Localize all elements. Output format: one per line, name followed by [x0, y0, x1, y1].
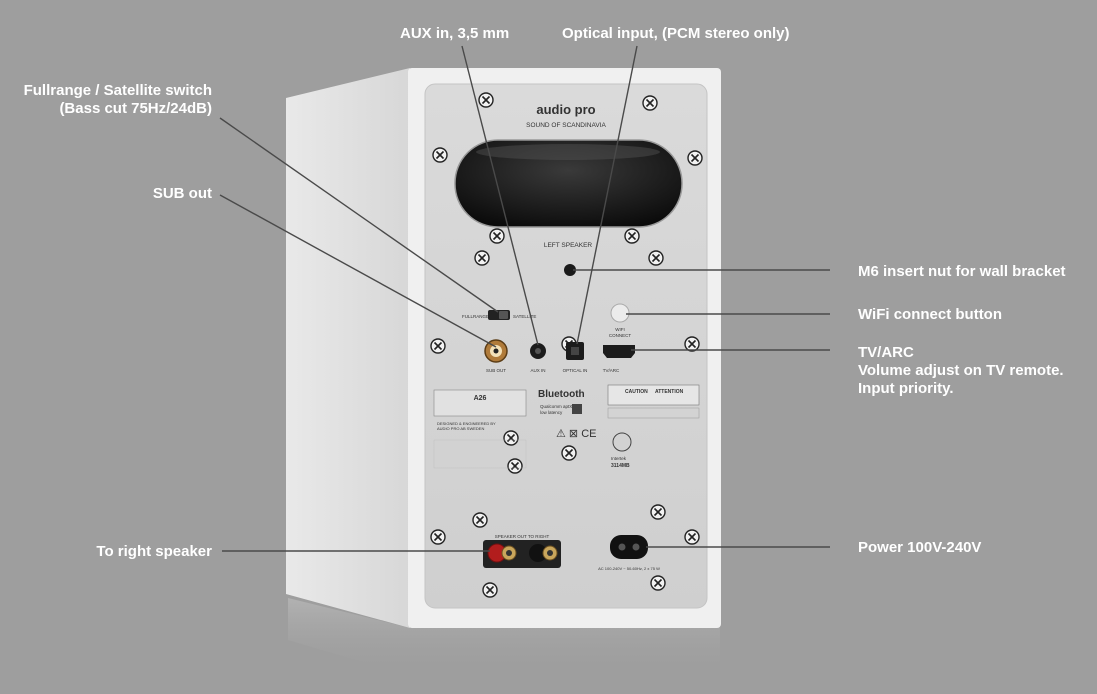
screw-cross [645, 98, 655, 108]
etl-mark [612, 432, 632, 452]
power-rating: AC 100-240V ~ 50-60Hz, 2 x 75 W [598, 566, 660, 571]
screw-cross [506, 433, 516, 443]
wifi-callout: WiFi connect button [858, 306, 1003, 323]
intertek-label: Intertek [611, 456, 627, 461]
aux-callout: AUX in, 3,5 mm [400, 25, 510, 42]
designed-1: DESIGNED & ENGINEERED BY [437, 421, 496, 426]
black-terminal [529, 544, 547, 562]
cabinet-side [286, 68, 410, 628]
screw-cross [687, 339, 697, 349]
caution-label: CAUTION [625, 389, 648, 395]
m6-callout: M6 insert nut for wall bracket [858, 263, 1066, 280]
power-inlet [610, 535, 648, 559]
screw-cross [475, 515, 485, 525]
tv-callout-line2: Volume adjust on TV remote. [858, 362, 1064, 379]
wifi-connect-button [610, 303, 630, 323]
screw-cross [433, 532, 443, 542]
screw-cross [687, 532, 697, 542]
switch-callout-line2: (Bass cut 75Hz/24dB) [59, 100, 212, 117]
attention-label: ATTENTION [655, 389, 684, 395]
aux-in-label: AUX IN [530, 368, 545, 373]
model-label: A26 [474, 395, 487, 402]
sub-callout: SUB out [152, 185, 212, 202]
ce-mark: ⚠ ⊠ CE [556, 428, 596, 440]
sub-out-label: SUB OUT [486, 368, 506, 373]
bluetooth-logo: Bluetooth [538, 389, 585, 400]
tv-callout: TV/ARC Volume adjust on TV remote. Input… [858, 344, 1064, 398]
speaker-out-label: SPEAKER OUT TO RIGHT [495, 534, 550, 539]
screw-cross [653, 578, 663, 588]
qualcomm-1: Qualcomm aptX [540, 404, 572, 409]
cert-no: 3114MB [611, 463, 630, 469]
qualcomm-2: low latency [540, 410, 563, 415]
right-speaker-callout: To right speaker [96, 543, 212, 560]
screw-cross [510, 461, 520, 471]
screw-cross [653, 507, 663, 517]
optical-callout: Optical input, (PCM stereo only) [562, 25, 790, 42]
wifi-label-2: CONNECT [609, 333, 632, 338]
left-speaker-label: LEFT SPEAKER [544, 242, 593, 249]
wifi-label-1: WIFI [615, 327, 625, 332]
bass-port-shine [476, 144, 660, 160]
screw-cross [564, 448, 574, 458]
model-label-box [433, 389, 527, 417]
satellite-label: SATELLITE [513, 314, 536, 319]
designed-2: AUDIO PRO AB SWEDEN [437, 426, 484, 431]
switch-callout-line1: Fullrange / Satellite switch [23, 82, 212, 99]
optical-in-label: OPTICAL IN [563, 368, 588, 373]
floor-reflection [288, 598, 720, 676]
caution-label-box [607, 384, 700, 406]
tv-arc-label: TV/ARC [603, 368, 620, 373]
screw-cross [690, 153, 700, 163]
tv-callout-line1: TV/ARC [858, 344, 914, 361]
tv-callout-line3: Input priority. [858, 380, 954, 397]
screw-cross [651, 253, 661, 263]
brand-tagline: SOUND OF SCANDINAVIA [526, 122, 606, 129]
power-callout: Power 100V-240V [858, 539, 982, 556]
aptx-icon [572, 404, 582, 414]
m6-insert-nut [564, 264, 576, 276]
fullrange-label: FULLRANGE [462, 314, 489, 319]
screw-cross [485, 585, 495, 595]
switch-callout: Fullrange / Satellite switch (Bass cut 7… [0, 82, 212, 118]
brand-logo: audio pro [536, 102, 595, 117]
tv-arc-port [603, 345, 635, 358]
